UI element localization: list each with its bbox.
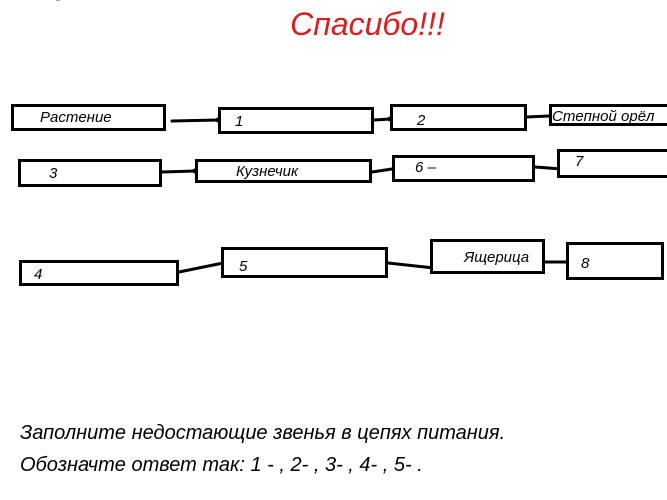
node-label: Кузнечик — [236, 163, 299, 180]
chain3-node-5: 5 — [221, 247, 388, 278]
link-plant-to-1 — [170, 118, 220, 123]
node-label: 7 — [575, 153, 584, 170]
node-label: 8 — [581, 255, 590, 272]
chain2-node-3: 3 — [18, 159, 162, 187]
chain1-node-eagle: Степной орёл — [549, 104, 667, 126]
node-label: 1 — [235, 113, 244, 130]
chain3-node-4: 4 — [19, 260, 179, 286]
node-label: Растение — [40, 109, 112, 126]
chain3-node-8: 8 — [566, 242, 664, 280]
chain1-node-plant: Растение — [11, 104, 166, 131]
link-grasshopper-to-6 — [370, 167, 394, 174]
instruction-line-2: Обозначте ответ так: 1 - , 2- , 3- , 4- … — [20, 454, 423, 476]
link-3-to-grasshopper — [160, 169, 197, 174]
chain3-node-lizard: Ящерица — [430, 239, 545, 274]
link-4-to-5 — [177, 260, 230, 274]
node-label: Ящерица — [464, 249, 530, 266]
node-label: Степной орёл — [552, 108, 655, 125]
node-label: 5 — [239, 258, 248, 275]
chain1-node-2: 2 — [390, 104, 527, 131]
chain2-node-grasshopper: Кузнечик — [195, 159, 372, 183]
node-label: 4 — [34, 266, 43, 283]
link-5-to-lizard — [386, 261, 436, 270]
page-title: Спасибо!!! — [290, 6, 445, 42]
chain2-node-7: 7 — [557, 149, 667, 178]
node-label: 3 — [49, 165, 58, 182]
link-1-to-2 — [372, 117, 392, 122]
chain1-node-1: 1 — [218, 107, 374, 134]
node-label: 6 – — [415, 159, 436, 176]
link-2-to-eagle — [525, 114, 551, 119]
node-label: 2 — [417, 112, 426, 129]
chain2-node-6: 6 – — [392, 155, 535, 182]
instruction-line-1: Заполните недостающие звенья в цепях пит… — [20, 422, 506, 444]
